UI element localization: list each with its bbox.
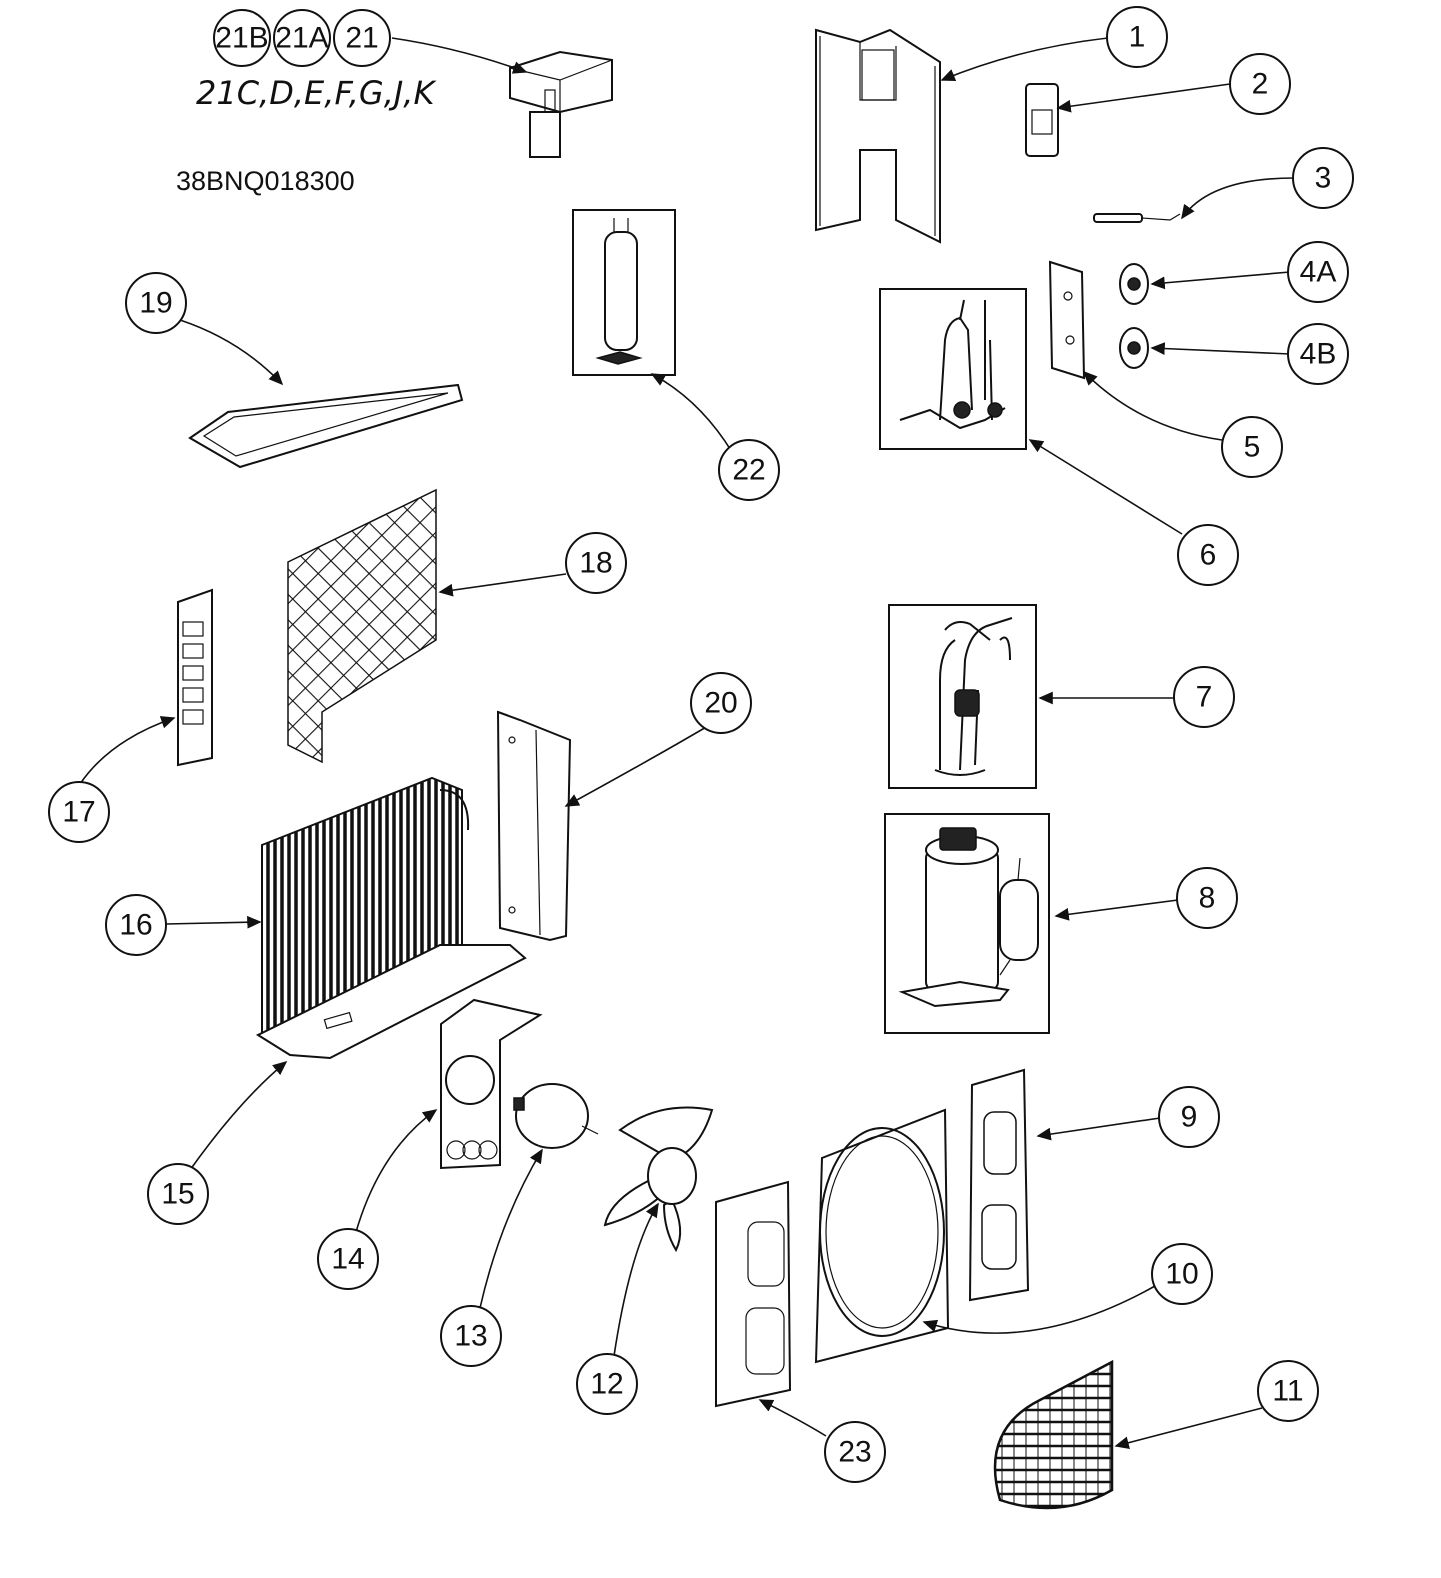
- compressor-part: [884, 813, 1050, 1034]
- callout-label: 8: [1199, 882, 1216, 915]
- callout-label: 4B: [1300, 338, 1337, 371]
- callout-6: 6: [1177, 524, 1239, 586]
- fan-blade-part: [603, 1106, 714, 1253]
- callout-9: 9: [1158, 1086, 1220, 1148]
- callout-22: 22: [718, 439, 780, 501]
- callout-12: 12: [576, 1353, 638, 1415]
- accumulator-part: [572, 209, 676, 376]
- callout-label: 13: [454, 1320, 487, 1353]
- callout-label: 19: [139, 287, 172, 320]
- top-cover-part: [815, 28, 941, 244]
- callout-label: 21A: [275, 22, 328, 55]
- callout-label: 7: [1196, 681, 1213, 714]
- callout-label: 23: [838, 1436, 871, 1469]
- callout-label: 6: [1200, 539, 1217, 572]
- callout-label: 20: [704, 687, 737, 720]
- callout-label: 14: [331, 1243, 364, 1276]
- callout-14: 14: [317, 1228, 379, 1290]
- callout-21b: 21B: [213, 9, 271, 67]
- callout-20: 20: [690, 672, 752, 734]
- callout-4b: 4B: [1287, 323, 1349, 385]
- callout-1: 1: [1106, 6, 1168, 68]
- callout-5: 5: [1221, 416, 1283, 478]
- fan-motor-part: [513, 1083, 599, 1149]
- callout-21: 21: [333, 9, 391, 67]
- callout-label: 11: [1272, 1375, 1303, 1408]
- callout-16: 16: [105, 894, 167, 956]
- handwritten-note: 21C,D,E,F,G,J,K: [196, 74, 437, 112]
- valve-plate-part: [1048, 260, 1086, 380]
- callout-2: 2: [1229, 53, 1291, 115]
- callout-label: 21B: [215, 22, 268, 55]
- front-panel-part: [814, 1108, 950, 1364]
- callout-8: 8: [1176, 867, 1238, 929]
- callout-label: 12: [590, 1368, 623, 1401]
- callout-13: 13: [440, 1305, 502, 1367]
- sensor-part: [1093, 213, 1181, 223]
- callout-label: 4A: [1300, 256, 1337, 289]
- control-box-part: [509, 50, 613, 158]
- callout-19: 19: [125, 272, 187, 334]
- callout-label: 5: [1244, 431, 1261, 464]
- callout-10: 10: [1151, 1243, 1213, 1305]
- service-valve-4a-part: [1119, 263, 1149, 305]
- fan-guard-part: [993, 1359, 1114, 1510]
- callout-18: 18: [565, 532, 627, 594]
- callout-label: 1: [1129, 21, 1146, 54]
- service-valve-4b-part: [1119, 327, 1149, 369]
- piping-assembly-part: [879, 288, 1027, 450]
- motor-bracket-part: [440, 998, 543, 1170]
- leader-lines: [79, 37, 1295, 1449]
- top-plate-part: [188, 383, 464, 469]
- callout-11: 11: [1257, 1360, 1319, 1422]
- callout-label: 22: [732, 454, 765, 487]
- callout-label: 2: [1252, 68, 1269, 101]
- callout-label: 18: [579, 547, 612, 580]
- callout-label: 3: [1315, 162, 1332, 195]
- partition-panel-part: [496, 710, 572, 942]
- model-number: 38BNQ018300: [176, 166, 355, 196]
- bracket-part: [1025, 83, 1059, 157]
- callout-4a: 4A: [1287, 241, 1349, 303]
- callout-label: 17: [62, 796, 95, 829]
- callout-17: 17: [48, 781, 110, 843]
- mesh-guard-part: [287, 488, 437, 764]
- callout-7: 7: [1173, 666, 1235, 728]
- callout-15: 15: [147, 1163, 209, 1225]
- left-side-panel-part: [715, 1180, 792, 1408]
- callout-label: 15: [161, 1178, 194, 1211]
- right-side-panel-part: [968, 1068, 1030, 1302]
- callout-23: 23: [824, 1421, 886, 1483]
- callout-label: 10: [1165, 1258, 1198, 1291]
- base-pan-part: [255, 944, 527, 1060]
- callout-label: 9: [1181, 1101, 1198, 1134]
- louver-panel-part: [177, 588, 213, 767]
- reversing-valve-part: [888, 604, 1037, 789]
- callout-label: 21: [345, 22, 378, 55]
- callout-label: 16: [119, 909, 152, 942]
- callout-21a: 21A: [273, 9, 331, 67]
- callout-3: 3: [1292, 147, 1354, 209]
